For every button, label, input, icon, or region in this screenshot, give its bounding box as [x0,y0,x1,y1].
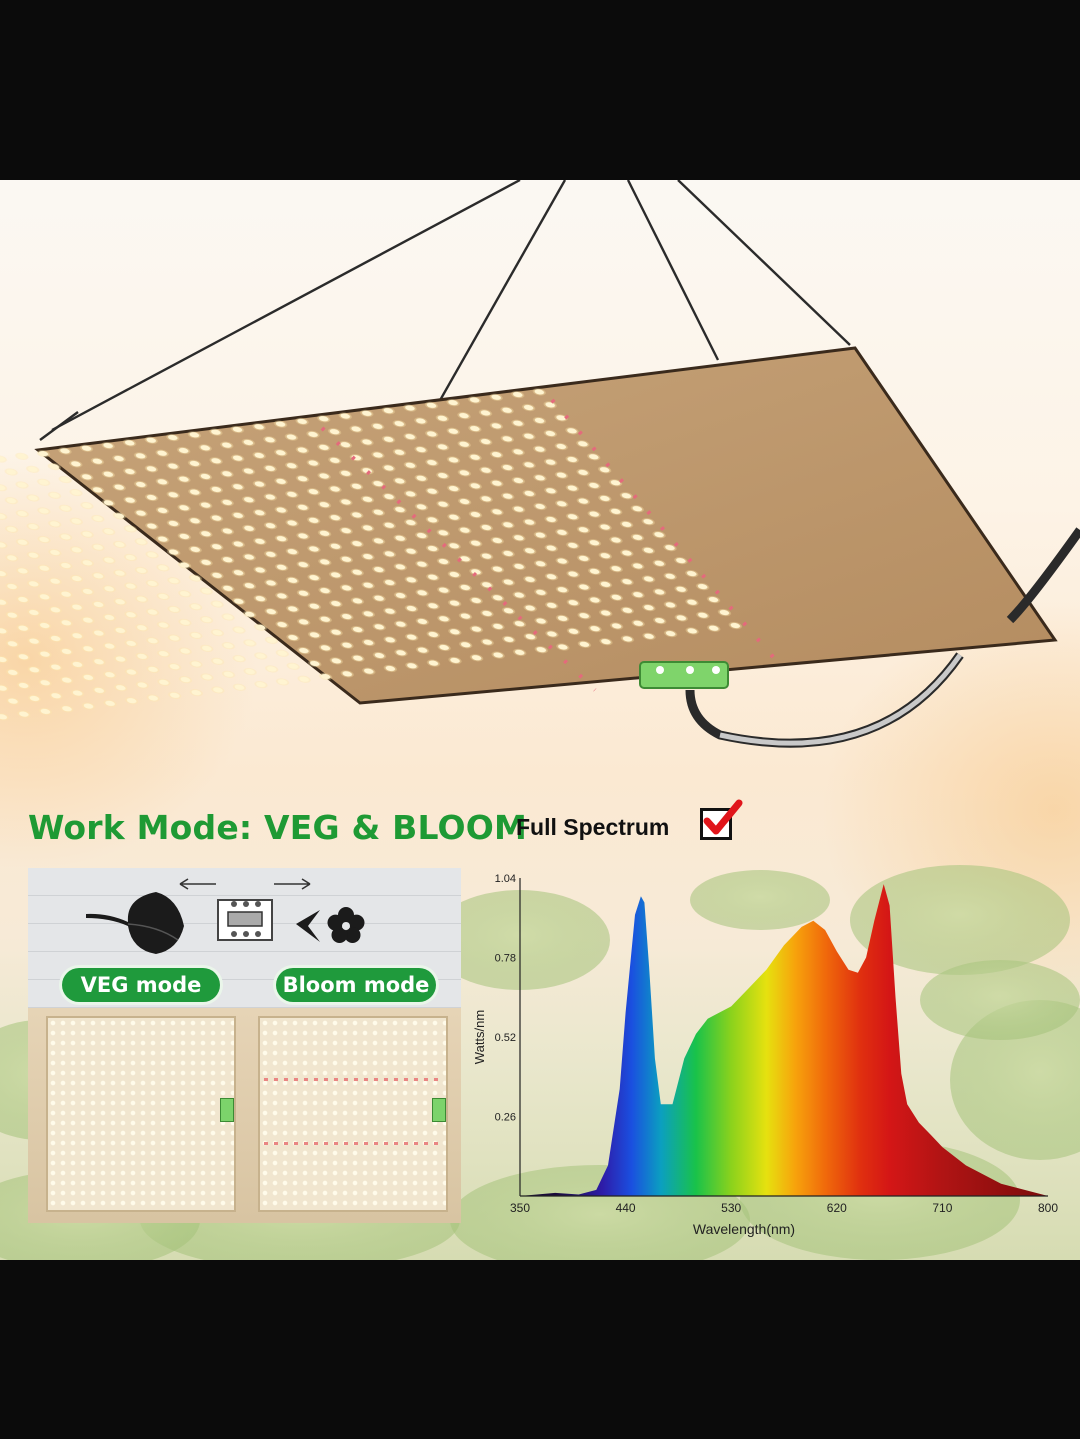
bloom-red-row [264,1078,440,1081]
veg-panel-switch [220,1098,234,1122]
red-led-strips [320,398,782,692]
leaf-icon [86,892,184,954]
bloom-mode-panel [258,1016,448,1212]
x-tick-label: 440 [616,1201,636,1215]
x-axis-label: Wavelength(nm) [693,1221,795,1237]
y-axis-label: Watts/nm [472,1010,487,1064]
x-tick-label: 350 [510,1201,530,1215]
y-tick-label: 1.04 [495,873,516,885]
bottom-black-bar [0,1260,1080,1439]
bloom-red-row [264,1142,440,1145]
veg-mode-label: VEG mode [62,968,220,1002]
x-tick-label: 710 [932,1201,952,1215]
arrow-right-icon [274,878,311,890]
hanging-wires [39,180,851,441]
y-tick-label: 0.78 [495,953,516,965]
bloom-panel-switch [432,1098,446,1122]
dimmer-switch [639,661,729,689]
bloom-mode-label: Bloom mode [276,968,436,1002]
arrow-left-icon [179,878,216,890]
spectrum-area [520,884,1048,1196]
flower-icon [296,907,365,943]
switch-icon [217,899,273,941]
x-tick-label: 530 [721,1201,741,1215]
work-mode-illustration: VEG mode Bloom mode [28,868,461,1223]
x-tick-label: 800 [1038,1201,1058,1215]
grow-light-panel [0,180,1080,748]
x-tick-label: 620 [827,1201,847,1215]
y-tick-label: 0.52 [495,1032,516,1044]
product-photo: Work Mode: VEG & BLOOM Full Spectrum [0,180,1080,1260]
full-spectrum-heading: Full Spectrum [516,814,670,840]
y-tick-label: 0.26 [495,1112,516,1124]
top-black-bar [0,0,1080,180]
checkmark-icon [700,799,743,840]
work-mode-heading: Work Mode: VEG & BLOOM [28,808,528,847]
veg-mode-panel [46,1016,236,1212]
spectrum-chart-svg: 0.26 0.52 0.78 1.04 350 440 530 620 710 800Wavele… [472,873,1058,1237]
